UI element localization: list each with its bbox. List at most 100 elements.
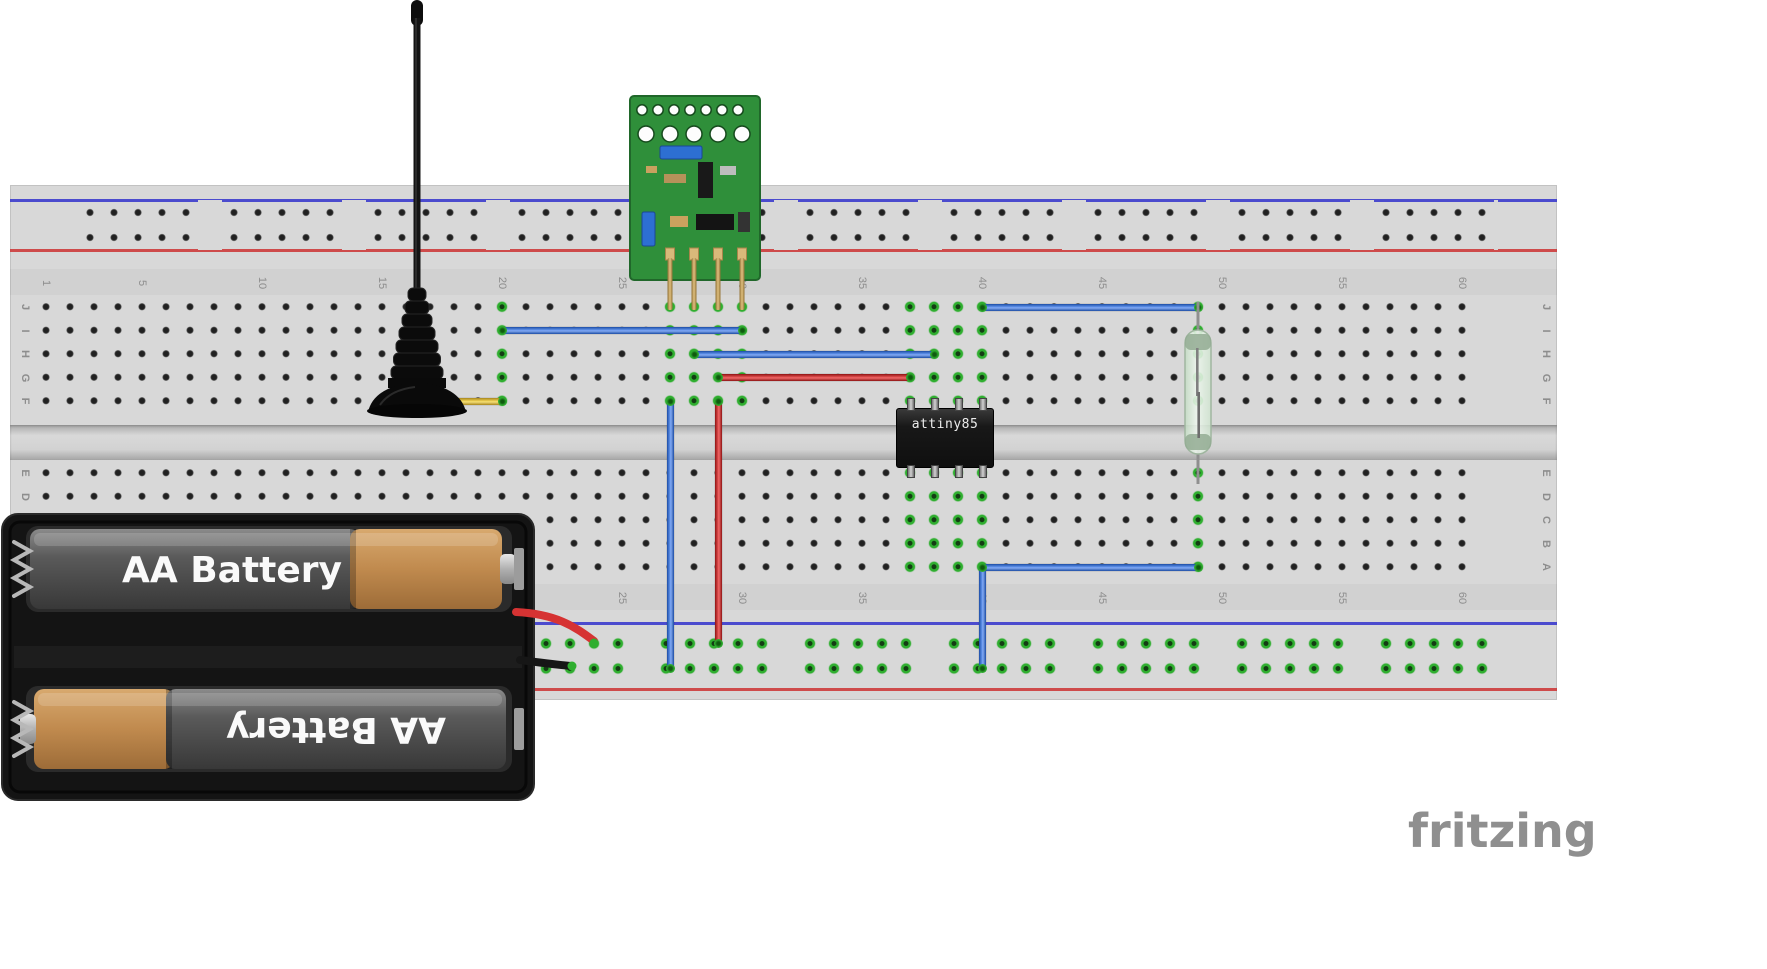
antenna-ribs: [390, 287, 444, 380]
wire-connector[interactable]: [905, 373, 915, 382]
wire-connector[interactable]: [665, 396, 675, 406]
reed-contact: [1196, 348, 1199, 396]
ic-pin[interactable]: [931, 465, 939, 478]
module-solder-pads: [665, 247, 747, 261]
column-number: 55: [1336, 276, 1348, 290]
row-letter: J: [1540, 303, 1552, 311]
column-number: 55: [1336, 591, 1348, 605]
column-number: 50: [1216, 591, 1228, 605]
row-letter: D: [19, 492, 31, 501]
bottom-rail-red-line: [10, 688, 1557, 691]
wire-connector[interactable]: [497, 326, 507, 335]
row-letter: H: [19, 350, 31, 358]
wire-connector[interactable]: [497, 396, 507, 406]
wire-blue[interactable]: [666, 397, 674, 672]
connected-strip: [658, 295, 682, 413]
wire-yellow[interactable]: [446, 397, 506, 405]
battery-spring: [9, 540, 35, 598]
ic-pin[interactable]: [931, 398, 939, 411]
row-letter: C: [1540, 516, 1552, 524]
bottom-rail-blue-line: [10, 622, 1557, 625]
ic-attiny85[interactable]: attiny85: [896, 398, 994, 478]
wire-blue[interactable]: [978, 303, 1202, 311]
wire-connector[interactable]: [977, 663, 987, 673]
row-letter: E: [1540, 469, 1552, 477]
antenna[interactable]: [360, 0, 480, 420]
battery-contact: [514, 548, 524, 590]
battery-top: AA Battery: [26, 526, 516, 612]
connected-strip: [490, 295, 514, 413]
column-number: 35: [856, 276, 868, 290]
column-number: 35: [856, 591, 868, 605]
row-letter: B: [1540, 539, 1552, 548]
wire-connector[interactable]: [977, 562, 987, 572]
wire-connector[interactable]: [567, 661, 577, 671]
ic-pin[interactable]: [979, 398, 987, 411]
battery-red-lead[interactable]: [512, 608, 598, 645]
battery-contact: [514, 708, 524, 750]
top-rail-red-line: [10, 249, 1557, 252]
module-pins: [667, 258, 745, 310]
battery-spring: [9, 700, 35, 758]
wire-blue[interactable]: [978, 563, 986, 672]
ic-pin[interactable]: [907, 398, 915, 411]
reed-switch[interactable]: [1178, 298, 1218, 488]
wire-connector[interactable]: [713, 638, 723, 648]
column-number: 5: [136, 279, 148, 287]
column-number: 40: [976, 276, 988, 290]
wire-red[interactable]: [714, 397, 722, 647]
row-letter: I: [19, 328, 31, 333]
column-number: 1: [40, 279, 52, 287]
wire-connector[interactable]: [689, 349, 699, 359]
wire-connector[interactable]: [1193, 562, 1203, 572]
row-letter: J: [19, 303, 31, 311]
column-number: 50: [1216, 276, 1228, 290]
reed-cap-bottom: [1185, 434, 1211, 450]
wire-connector[interactable]: [929, 349, 939, 359]
antenna-base-plate: [367, 404, 467, 418]
wire-connector[interactable]: [713, 396, 723, 406]
wire-connector[interactable]: [737, 326, 747, 335]
ic-pin[interactable]: [979, 465, 987, 478]
column-number: 30: [736, 591, 748, 605]
reed-lead-top: [1196, 302, 1200, 336]
row-letter: F: [1540, 397, 1552, 405]
column-number: 25: [616, 591, 628, 605]
connected-strip: [946, 295, 970, 413]
reed-cap-top: [1185, 334, 1211, 350]
ic-pin[interactable]: [955, 465, 963, 478]
column-number: 45: [1096, 276, 1108, 290]
battery-bottom: AA Battery: [20, 686, 512, 772]
wire-blue[interactable]: [978, 563, 1202, 571]
connected-strip: [898, 461, 922, 579]
row-letter: G: [19, 373, 31, 382]
ic-pin[interactable]: [907, 465, 915, 478]
wire-connector[interactable]: [713, 373, 723, 382]
row-letter: H: [1540, 350, 1552, 358]
wire-connector[interactable]: [977, 302, 987, 312]
reed-contact: [1197, 392, 1200, 438]
row-letter: G: [1540, 373, 1552, 382]
ic-pin[interactable]: [955, 398, 963, 411]
battery-holder[interactable]: AA Battery AA Battery: [0, 508, 610, 808]
wire-blue[interactable]: [498, 327, 746, 334]
wire-connector[interactable]: [589, 638, 599, 648]
wire-connector[interactable]: [665, 663, 675, 673]
battery-bay-divider: [14, 646, 522, 668]
top-power-rail[interactable]: [78, 199, 1498, 250]
rf-transmitter-module[interactable]: [622, 92, 767, 312]
wire-red[interactable]: [714, 374, 914, 381]
module-components: [641, 145, 750, 247]
row-letter: F: [19, 397, 31, 405]
module-mount-holes: [636, 104, 751, 143]
connected-strip: [922, 461, 946, 579]
row-letter: I: [1540, 328, 1552, 333]
connected-strip: [946, 461, 970, 579]
row-letter: D: [1540, 492, 1552, 501]
connected-strip: [970, 295, 994, 413]
wire-blue[interactable]: [690, 350, 938, 358]
column-number: 45: [1096, 591, 1108, 605]
center-channel: [10, 425, 1557, 460]
board-band: [10, 269, 1557, 295]
